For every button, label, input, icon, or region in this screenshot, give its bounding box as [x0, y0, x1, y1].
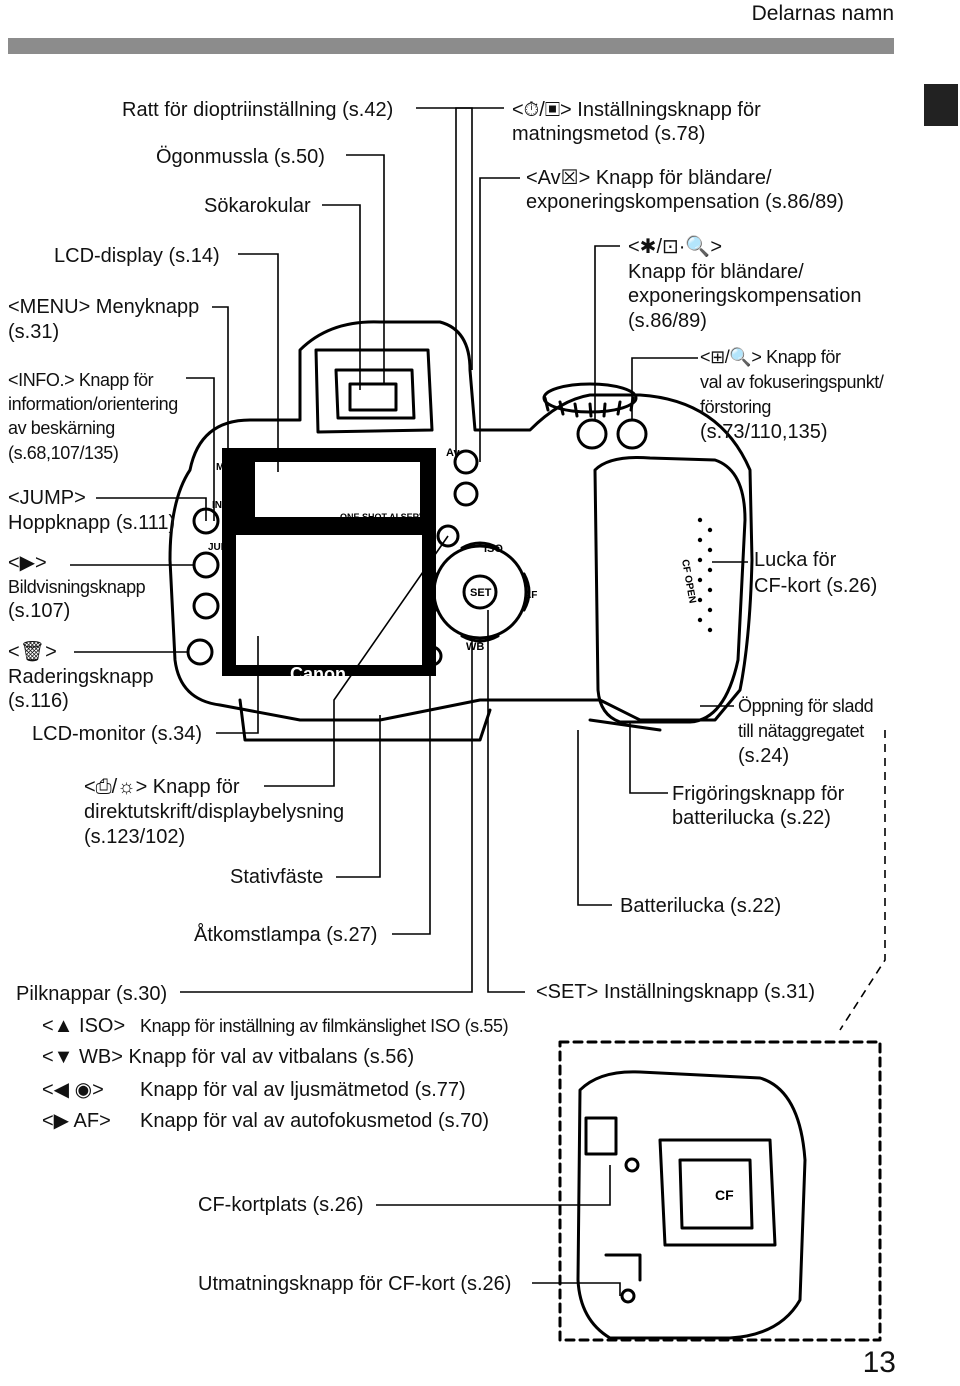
section-title: Delarnas namn	[751, 2, 894, 25]
label-dc-page: (s.24)	[738, 745, 790, 767]
label-drive-button: <⏱/▣> Inställningsknapp för	[512, 99, 761, 121]
label-direct-print: <⎙/☼> Knapp för	[84, 776, 240, 798]
label-eyecup: Ögonmussla (s.50)	[156, 146, 325, 168]
label-erase-text: Raderingsknapp	[8, 666, 154, 688]
label-cf-cover-page: CF-kort (s.26)	[754, 575, 878, 597]
label-info-line3: av beskärning	[8, 418, 115, 438]
label-menu-button: <MENU> Menyknapp	[8, 296, 200, 318]
label-play-button: <▶>	[8, 552, 47, 574]
cf-open-mark: CF OPEN	[679, 559, 698, 605]
av-button-mark: Av	[446, 447, 461, 459]
label-menu-page: (s.31)	[8, 321, 60, 343]
page-number: 13	[862, 1346, 896, 1379]
label-erase-page: (s.116)	[8, 690, 69, 712]
label-battery-release: Frigöringsknapp för	[672, 783, 845, 805]
label-play-text: Bildvisningsknapp	[8, 577, 146, 597]
side-menu-mark: MENU	[216, 462, 245, 473]
label-dc-line2: till nätaggregatet	[738, 721, 864, 741]
wb-button-mark: WB	[466, 641, 484, 653]
label-af-point-button: <⊞/🔍> Knapp för	[700, 347, 841, 367]
header-bar	[8, 38, 894, 54]
label-drive-page: matningsmetod (s.78)	[512, 123, 706, 145]
label-cf-eject: Utmatningsknapp för CF-kort (s.26)	[198, 1273, 512, 1295]
label-ae-line3: exponeringskompensation	[628, 285, 862, 307]
label-af-mode-key: <▶ AF>	[42, 1110, 111, 1132]
set-button-mark: SET	[470, 587, 492, 599]
label-info-page: (s.68,107/135)	[8, 443, 119, 463]
label-info-line2: information/orientering	[8, 394, 178, 414]
label-jump-button: <JUMP>	[8, 487, 86, 509]
label-info-button: <INFO.> Knapp för	[8, 370, 154, 390]
label-af-mode-text: Knapp för val av autofokusmetod (s.70)	[140, 1110, 490, 1132]
af-modes-text: ONE SHOT AI SERVO	[340, 512, 432, 522]
label-iso-text: Knapp för inställning av filmkänslighet …	[140, 1016, 509, 1036]
label-diopter: Ratt för dioptriinställning (s.42)	[122, 99, 394, 121]
label-battery-cover: Batterilucka (s.22)	[620, 895, 782, 917]
label-iso-key: <▲ ISO>	[42, 1015, 126, 1037]
label-lcd-monitor: LCD-monitor (s.34)	[32, 723, 203, 745]
label-eyepiece: Sökarokular	[204, 195, 311, 217]
label-lcd-display: LCD-display (s.14)	[54, 245, 220, 267]
label-set-button: <SET> Inställningsknapp (s.31)	[536, 981, 816, 1003]
label-af-line3: förstoring	[700, 397, 772, 417]
label-direct-page: (s.123/102)	[84, 826, 186, 848]
cf-slot-mark: CF	[715, 1187, 734, 1203]
label-ae-page: (s.86/89)	[628, 310, 707, 332]
label-ae-line2: Knapp för bländare/	[628, 261, 804, 283]
label-tripod: Stativfäste	[230, 866, 324, 888]
label-meter-text: Knapp för val av ljusmätmetod (s.77)	[140, 1079, 466, 1101]
label-erase-button: <🗑>	[8, 641, 57, 663]
label-meter-key: <◀ ◉>	[42, 1079, 104, 1101]
label-direct-line2: direktutskrift/displaybelysning	[84, 801, 345, 823]
label-dc-cord: Öppning för sladd	[738, 696, 874, 716]
label-cross-keys: Pilknappar (s.30)	[16, 983, 168, 1005]
side-info-mark: INFO.	[212, 500, 239, 511]
label-af-line2: val av fokuseringspunkt/	[700, 372, 884, 392]
label-av-button: <Av☒> Knapp för bländare/	[526, 167, 772, 189]
brand-logo: Canon	[290, 664, 346, 684]
label-cf-slot: CF-kortplats (s.26)	[198, 1194, 364, 1216]
label-af-page: (s.73/110,135)	[700, 421, 828, 443]
label-cf-cover: Lucka för	[754, 549, 837, 571]
af-button-mark: AF	[524, 590, 537, 601]
chapter-tab	[924, 84, 958, 126]
side-jump-mark: JUMP	[208, 542, 236, 553]
af-focus-text: AI FOCUS	[366, 524, 409, 534]
label-access-lamp: Åtkomstlampa (s.27)	[194, 924, 378, 946]
label-wb: <▼ WB> Knapp för val av vitbalans (s.56)	[42, 1046, 415, 1068]
label-battery-release-page: batterilucka (s.22)	[672, 807, 831, 829]
iso-button-mark: ISO	[484, 543, 503, 555]
label-play-page: (s.107)	[8, 600, 71, 622]
label-jump-text: Hoppknapp (s.111)	[8, 512, 176, 534]
label-ae-lock-button: <✱/⊡·🔍>	[628, 236, 722, 258]
label-av-page: exponeringskompensation (s.86/89)	[526, 191, 844, 213]
